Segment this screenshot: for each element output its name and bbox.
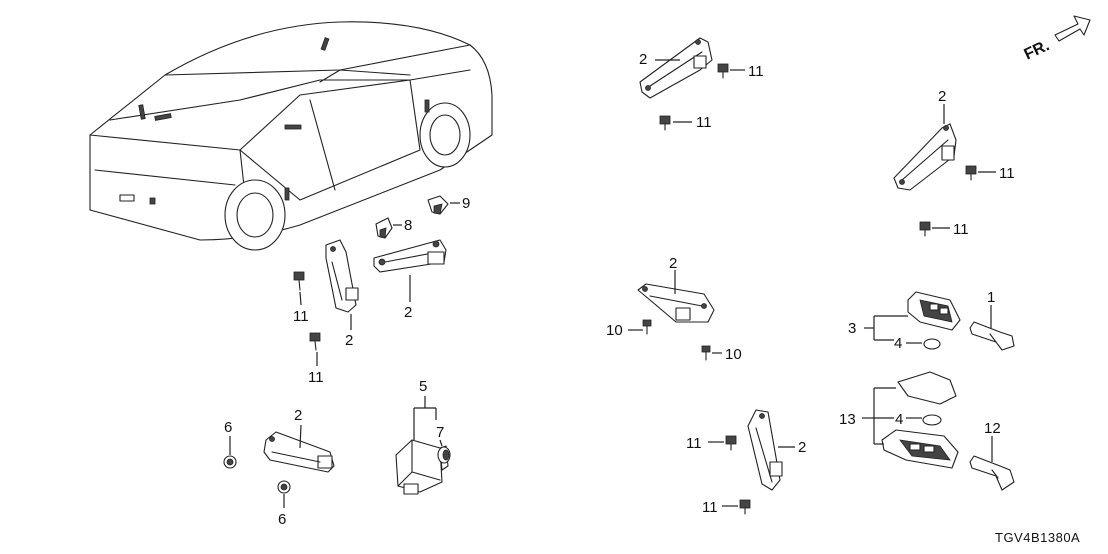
bolt-11-f xyxy=(919,221,931,237)
callout-3: 3 xyxy=(848,320,856,337)
callout-2-center: 2 xyxy=(404,304,412,321)
callout-2-vertical: 2 xyxy=(345,332,353,349)
callout-11-d: 11 xyxy=(696,114,712,131)
callout-9: 9 xyxy=(462,195,470,212)
bolt-11-d xyxy=(659,115,671,131)
callout-4-b: 4 xyxy=(895,411,903,428)
callout-11-a: 11 xyxy=(293,308,309,325)
callout-11-e: 11 xyxy=(999,165,1015,182)
clip-7 xyxy=(437,446,451,464)
callout-1: 1 xyxy=(987,289,995,306)
callout-7: 7 xyxy=(436,424,444,441)
callout-11-h: 11 xyxy=(702,499,718,516)
callout-10-a: 10 xyxy=(606,322,623,339)
callout-8: 8 xyxy=(404,217,412,234)
callout-11-c: 11 xyxy=(748,63,764,80)
battery-4-b xyxy=(922,414,942,426)
screw-10-b xyxy=(701,345,711,361)
callout-13: 13 xyxy=(839,411,856,428)
battery-4-a xyxy=(923,338,941,350)
callout-2-top-right: 2 xyxy=(938,88,946,105)
front-direction-arrow-icon: FR. xyxy=(1022,15,1091,63)
callout-12: 12 xyxy=(984,420,1001,437)
callout-2-bottom-left: 2 xyxy=(294,407,302,424)
smart-key-13 xyxy=(881,429,959,469)
bolt-11-e xyxy=(965,165,977,181)
callout-6-a: 6 xyxy=(224,419,232,436)
key-blade-1 xyxy=(969,321,1015,351)
callout-11-g: 11 xyxy=(686,435,702,452)
vehicle-illustration xyxy=(89,21,493,251)
nut-6-b xyxy=(277,480,291,494)
clip-part-9 xyxy=(427,195,449,215)
bolt-11-b xyxy=(309,332,321,351)
antenna-bracket-bottom-left xyxy=(263,431,335,473)
nut-6-a xyxy=(223,455,237,469)
callout-10-b: 10 xyxy=(725,346,742,363)
bolt-11-a xyxy=(293,271,305,291)
callout-5: 5 xyxy=(419,378,427,395)
diagram-code: TGV4B1380A xyxy=(995,530,1080,545)
bolt-11-h xyxy=(739,499,751,515)
callout-2-top: 2 xyxy=(639,51,647,68)
bolt-11-g xyxy=(725,435,737,451)
callout-11-f: 11 xyxy=(953,221,969,238)
antenna-bracket-middle xyxy=(637,283,715,323)
direction-label: FR. xyxy=(1022,37,1053,63)
antenna-bracket-center xyxy=(373,239,447,273)
clip-part-8 xyxy=(375,217,393,239)
callout-2-middle: 2 xyxy=(669,255,677,272)
callout-4-a: 4 xyxy=(894,335,902,352)
key-blade-12 xyxy=(969,455,1015,491)
screw-10-a xyxy=(642,319,652,335)
key-cover xyxy=(897,371,957,405)
antenna-bracket-top xyxy=(639,37,713,99)
antenna-bracket-vertical xyxy=(325,239,359,313)
callout-11-b: 11 xyxy=(308,369,324,386)
antenna-bracket-bottom-center xyxy=(747,409,783,491)
callout-6-b: 6 xyxy=(278,511,286,528)
antenna-bracket-top-right xyxy=(893,123,957,191)
callout-2-bottom-center: 2 xyxy=(798,439,806,456)
key-fob-3 xyxy=(907,291,961,331)
bolt-11-c xyxy=(717,63,729,79)
